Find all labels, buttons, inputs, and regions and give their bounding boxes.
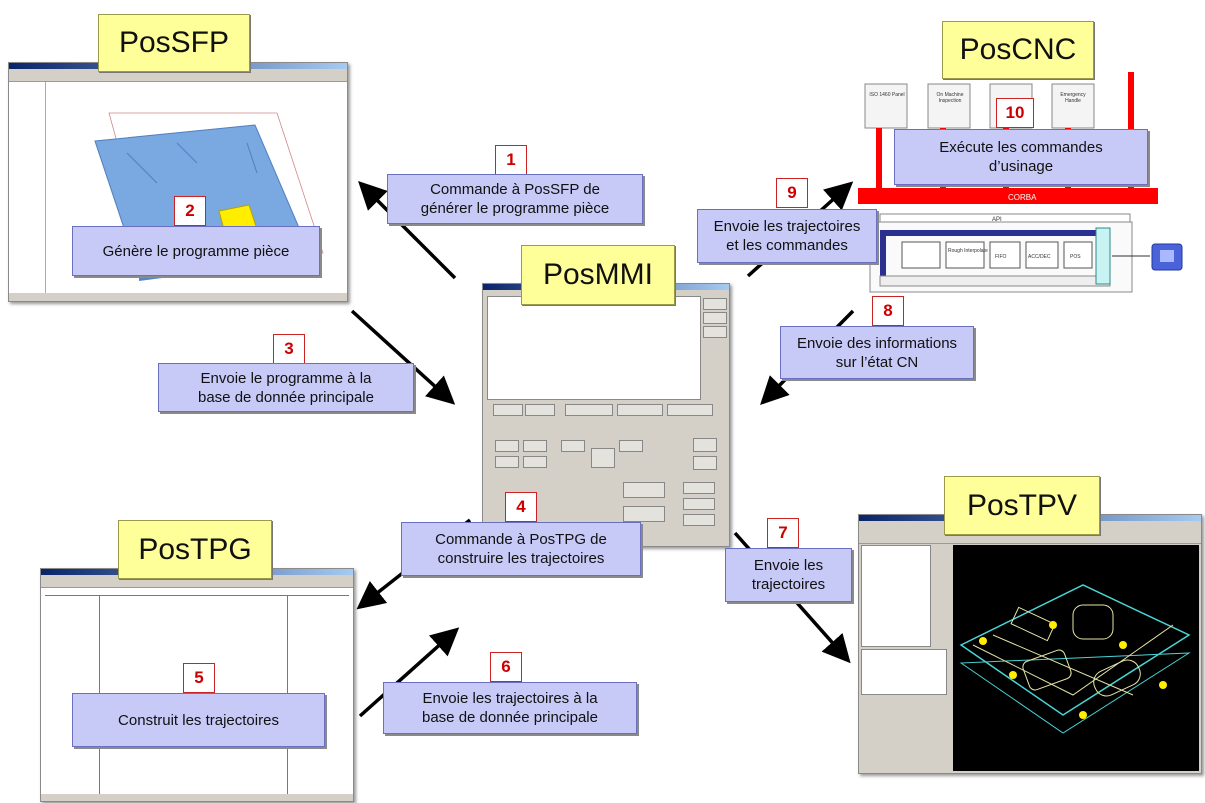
arrow-step-1 (358, 181, 457, 280)
module-title-posmmi: PosMMI (521, 245, 675, 305)
step-number-10: 10 (996, 98, 1034, 128)
step-number-9: 9 (776, 178, 808, 208)
step-number-1: 1 (495, 145, 527, 175)
arrow-step-3 (350, 309, 456, 405)
toolpath-3d-view (953, 545, 1199, 771)
svg-text:ACC/DEC: ACC/DEC (1028, 254, 1051, 260)
step-number-6: 6 (490, 652, 522, 682)
svg-text:FIFO: FIFO (995, 254, 1006, 260)
cnc-panel-label-1: ISO 1460 Panel (869, 92, 905, 98)
step-number-4: 4 (505, 492, 537, 522)
postpv-window (858, 514, 1202, 774)
step-number-2: 2 (174, 196, 206, 226)
arrow-step-6 (358, 627, 460, 718)
svg-text:POS: POS (1070, 254, 1081, 260)
step-number-8: 8 (872, 296, 904, 326)
svg-text:Rough Interpolate: Rough Interpolate (948, 248, 988, 254)
corba-label: CORBA (1008, 193, 1037, 202)
step-number-5: 5 (183, 663, 215, 693)
cnc-panel-label-3: Emergency Handle (1060, 92, 1086, 104)
step-number-7: 7 (767, 518, 799, 548)
module-title-postpg: PosTPG (118, 520, 272, 579)
caption-step-2: Génère le programme pièce (72, 226, 320, 276)
caption-step-5: Construit les trajectoires (72, 693, 325, 747)
step-number-3: 3 (273, 334, 305, 364)
module-title-possfp: PosSFP (98, 14, 250, 72)
module-title-postpv: PosTPV (944, 476, 1100, 535)
module-title-poscnc: PosCNC (942, 21, 1094, 79)
cnc-panel-label-2: On Machine Inspection (936, 92, 964, 104)
api-label: API (992, 217, 1002, 223)
posmmi-window (482, 283, 730, 547)
